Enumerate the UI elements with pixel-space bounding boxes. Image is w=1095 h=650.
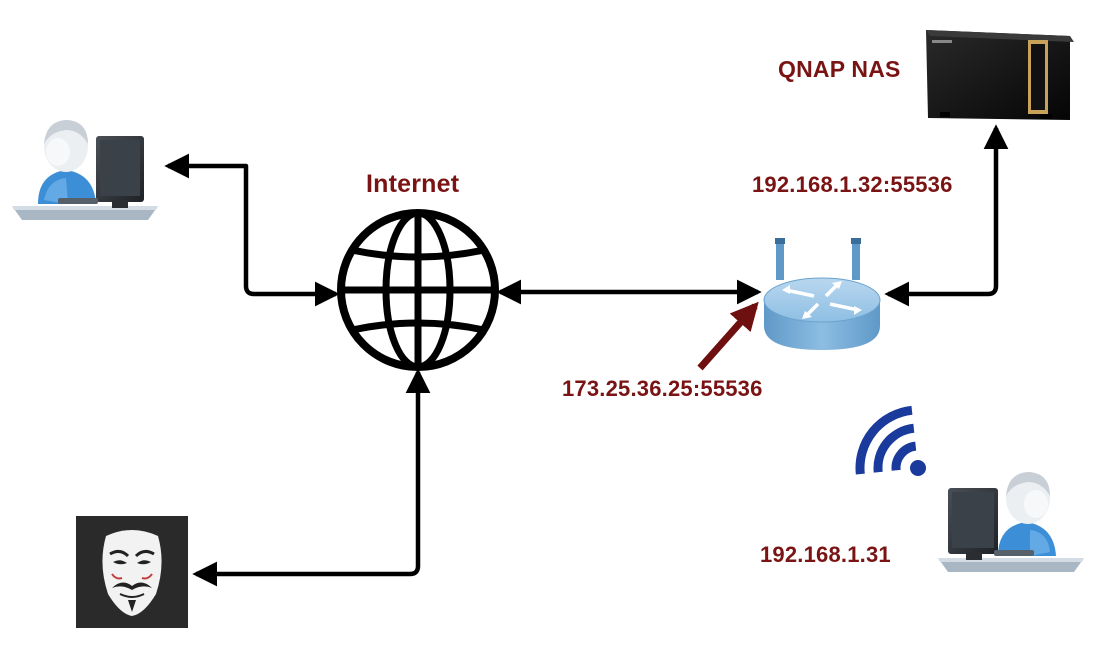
connector-internet-attacker bbox=[192, 368, 431, 587]
wifi-icon bbox=[855, 405, 926, 476]
router-icon bbox=[763, 238, 881, 350]
globe-icon bbox=[337, 209, 499, 371]
nas-address-label: 192.168.1.32:55536 bbox=[752, 172, 953, 197]
internet-label: Internet bbox=[366, 170, 460, 198]
public-address-label: 173.25.36.25:55536 bbox=[562, 376, 763, 401]
anonymous-mask-icon bbox=[76, 516, 188, 628]
public-address-pointer bbox=[697, 301, 759, 371]
local-client-address-label: 192.168.1.31 bbox=[760, 542, 891, 567]
remote-user-icon bbox=[12, 120, 158, 220]
nas-device-icon bbox=[926, 30, 1074, 120]
nas-label: QNAP NAS bbox=[778, 56, 901, 82]
local-user-icon bbox=[938, 472, 1084, 572]
connector-remote-user-internet bbox=[164, 153, 340, 307]
connector-router-nas bbox=[884, 124, 1009, 307]
